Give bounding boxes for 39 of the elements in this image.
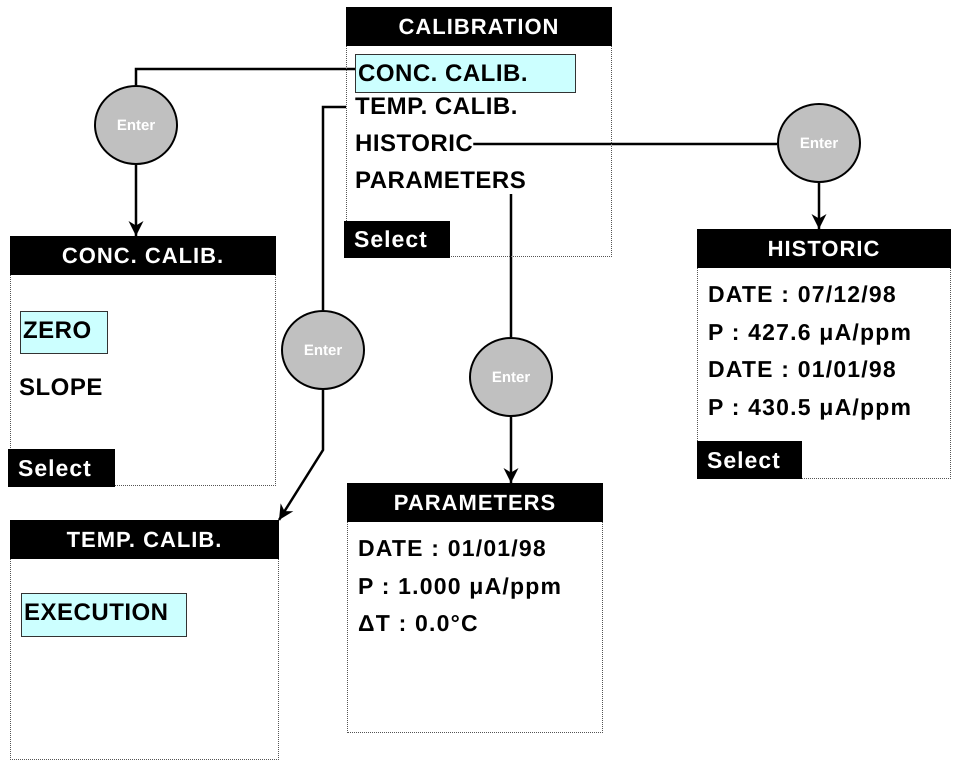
menu-item: HISTORIC [346,131,474,157]
screen-frame [697,229,951,479]
menu-item: PARAMETERS [346,168,526,194]
menu-item: SLOPE [10,375,103,401]
arrow [278,390,324,521]
readout-text: P : 1.000 μA/ppm [358,572,562,598]
selected-menu-item: ZERO [20,311,108,354]
screen-title-bar: HISTORIC [697,229,951,268]
arrow [812,183,826,229]
connector-line [473,142,777,146]
arrow [128,165,144,236]
readout-text: DATE : 07/12/98 [708,281,897,307]
arrow [504,417,518,483]
screen-frame [347,483,603,733]
menu-item: TEMP. CALIB. [346,94,518,120]
selected-menu-item: EXECUTION [21,593,187,637]
connector-line [134,68,355,85]
enter-key-circle: Enter [469,337,553,417]
screen-title-bar: PARAMETERS [347,483,603,522]
softkey-label: Select [697,441,802,479]
screen-frame [346,7,612,257]
readout-text: DATE : 01/01/98 [708,356,897,382]
connector-line [510,194,512,337]
enter-key-circle: Enter [281,310,365,390]
screen-title-bar: TEMP. CALIB. [10,520,279,559]
screen-title-bar: CONC. CALIB. [10,236,276,275]
softkey-label: Select [344,221,450,258]
readout-text: P : 427.6 μA/ppm [708,318,912,344]
selected-menu-item: CONC. CALIB. [355,54,576,93]
connector-line [322,106,346,310]
enter-key-circle: Enter [777,103,861,183]
screen-title-bar: CALIBRATION [346,7,612,46]
enter-key-circle: Enter [94,85,178,165]
softkey-label: Select [8,449,115,487]
readout-text: DATE : 01/01/98 [358,535,547,561]
screen-frame [10,520,279,760]
screen-frame [10,236,276,486]
readout-text: P : 430.5 μA/ppm [708,394,912,420]
readout-text: ΔT : 0.0°C [358,610,479,636]
